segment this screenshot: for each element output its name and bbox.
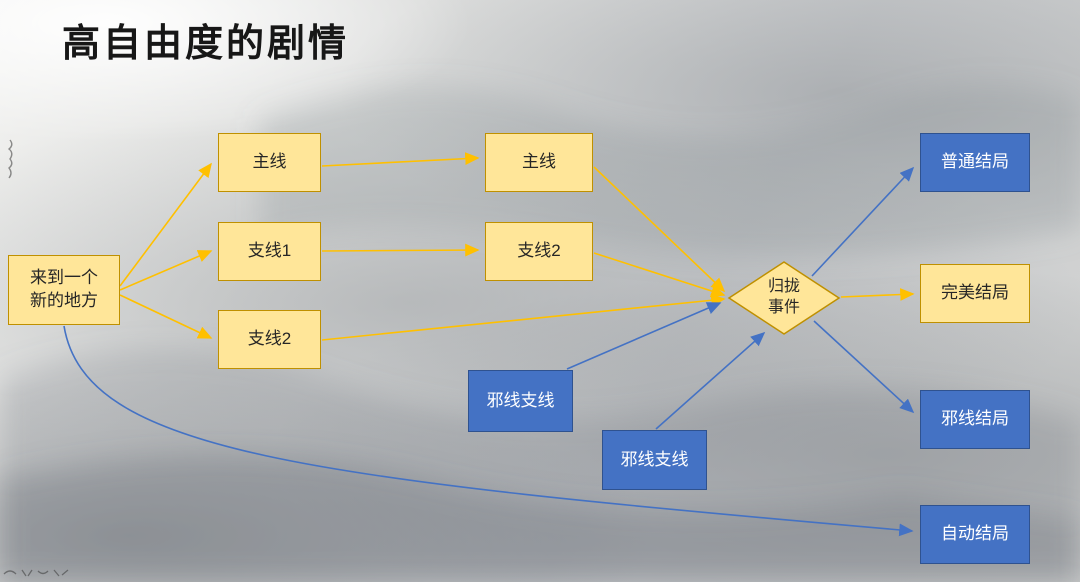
node-branch-1: 支线1 [218,222,321,281]
node-ending-evil: 邪线结局 [920,390,1030,449]
node-evil-branch-2-label: 邪线支线 [620,449,689,469]
node-mainline-1: 主线 [218,133,321,192]
node-evil-branch-1: 邪线支线 [468,370,573,432]
node-ending-auto-label: 自动结局 [941,524,1009,544]
node-branch-1-label: 支线1 [247,241,292,261]
node-evil-branch-2: 邪线支线 [602,430,707,490]
node-start-label: 来到一个 新的地方 [30,268,98,310]
node-evil-branch-1-label: 邪线支线 [486,390,555,410]
node-branch-2: 支线2 [218,310,321,369]
node-ending-perfect: 完美结局 [920,264,1030,323]
node-mainline-2-label: 主线 [522,152,556,172]
node-ending-auto: 自动结局 [920,505,1030,564]
node-branch-2-label: 支线2 [247,329,292,349]
node-ending-perfect-label: 完美结局 [941,283,1009,303]
node-ending-normal: 普通结局 [920,133,1030,192]
ink-seal-bottom-left [3,569,69,577]
node-branch-2b: 支线2 [485,222,593,281]
node-converge-event: 归拢 事件 [752,270,816,326]
node-ending-normal-label: 普通结局 [941,152,1009,172]
ink-seal-left [7,139,13,179]
node-mainline-1-label: 主线 [252,152,287,172]
node-start: 来到一个 新的地方 [8,255,120,325]
node-branch-2b-label: 支线2 [517,241,561,261]
slide-title: 高自由度的剧情 [62,23,350,65]
node-converge-event-label: 归拢 事件 [767,278,800,316]
node-ending-evil-label: 邪线结局 [941,409,1009,429]
node-mainline-2: 主线 [485,133,593,192]
